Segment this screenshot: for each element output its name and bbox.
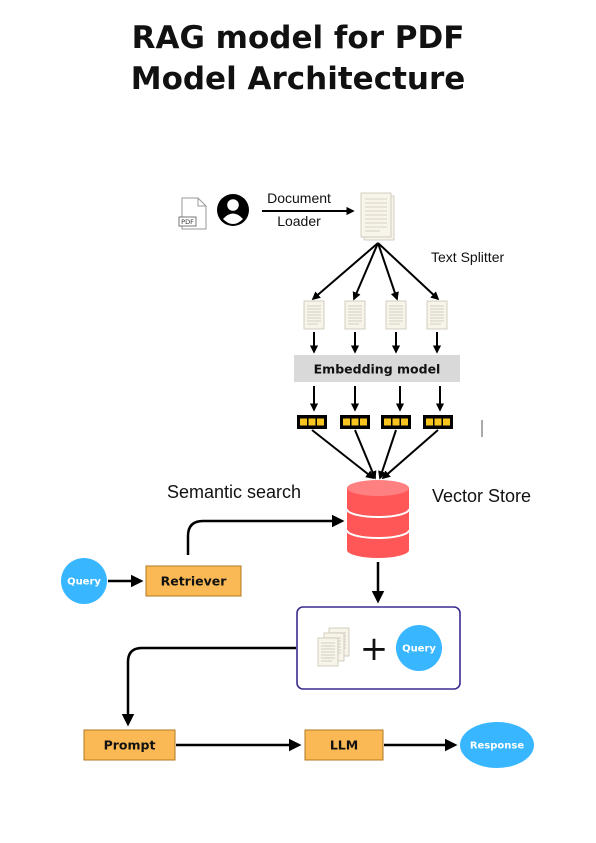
- response-node[interactable]: Response: [460, 722, 534, 768]
- vectors-to-store-arrows: [311, 429, 439, 480]
- title-line-2: Model Architecture: [130, 61, 466, 97]
- context-box: + Query: [296, 606, 461, 690]
- context-query-label: Query: [402, 644, 436, 655]
- pdf-file-icon: PDF: [178, 197, 207, 230]
- vector-store-label: Vector Store: [432, 486, 531, 506]
- embedding-model-band: Embedding model: [294, 355, 460, 382]
- vector-chip-3: [381, 415, 411, 429]
- document-loader-label-line1: Document: [267, 190, 331, 206]
- document-stack-icon: [360, 192, 395, 241]
- chunk-document-icon-1: [303, 300, 325, 330]
- retriever-label: Retriever: [161, 574, 228, 589]
- title-line-1: RAG model for PDF: [131, 20, 465, 56]
- chunk-document-icon-3: [385, 300, 407, 330]
- text-splitter-label: Text Splitter: [431, 249, 504, 265]
- vector-chip-4: [423, 415, 453, 429]
- document-loader-label-line2: Loader: [277, 213, 321, 229]
- semantic-search-arrow: [186, 514, 345, 555]
- query-input-node[interactable]: Query: [61, 558, 107, 604]
- semantic-search-label: Semantic search: [167, 482, 301, 502]
- vector-chip-1: [297, 415, 327, 429]
- embedding-model-label: Embedding model: [314, 362, 441, 377]
- retriever-node[interactable]: Retriever: [145, 565, 242, 597]
- llm-label: LLM: [330, 738, 358, 753]
- chunk-to-embedding-arrows: [309, 332, 442, 354]
- llm-node[interactable]: LLM: [304, 729, 384, 761]
- chunk-document-icon-2: [344, 300, 366, 330]
- embedding-to-vector-arrows: [309, 386, 445, 412]
- context-to-prompt-arrow: [121, 646, 296, 727]
- response-label: Response: [470, 741, 525, 752]
- vector-chip-2: [340, 415, 370, 429]
- chunk-document-icon-4: [426, 300, 448, 330]
- pdf-badge-label: PDF: [181, 218, 194, 226]
- query-input-label: Query: [67, 577, 101, 588]
- split-arrows: [311, 242, 440, 301]
- prompt-node[interactable]: Prompt: [83, 729, 176, 761]
- page-title: RAG model for PDF Model Architecture: [0, 18, 596, 100]
- plus-sign: +: [360, 629, 389, 669]
- user-icon: [217, 194, 249, 226]
- database-icon: [346, 480, 410, 558]
- prompt-label: Prompt: [104, 738, 156, 753]
